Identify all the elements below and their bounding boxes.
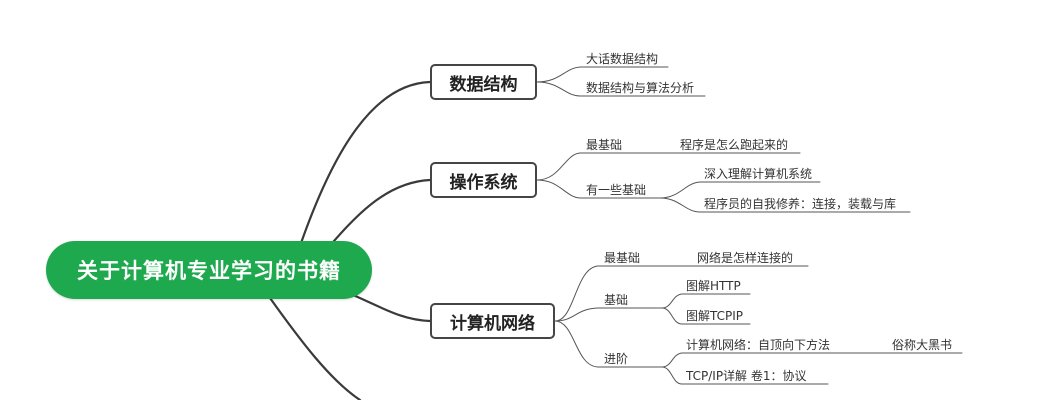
- connector-net-adv-1: [661, 352, 963, 368]
- connector-net-basic-2: [661, 307, 751, 325]
- leaf-net-adv-2[interactable]: TCP/IP详解 卷1：协议: [686, 369, 807, 383]
- connector-net-basic: [554, 307, 663, 322]
- leaf-ds-1[interactable]: 大话数据结构: [586, 52, 659, 66]
- group-net-advanced[interactable]: 进阶: [604, 352, 629, 366]
- group-net-most-basic[interactable]: 最基础: [604, 251, 641, 265]
- connector-net-advanced: [554, 320, 663, 368]
- connector-os-some-1: [659, 181, 821, 199]
- branch-computer-network[interactable]: 计算机网络: [430, 303, 555, 339]
- group-os-some-basic[interactable]: 有一些基础: [586, 183, 647, 197]
- connector-os-some: [536, 179, 661, 199]
- group-os-most-basic[interactable]: 最基础: [586, 138, 623, 152]
- leaf-net-adv-note[interactable]: 俗称大黑书: [892, 338, 953, 352]
- connector-os-basic: [536, 152, 801, 181]
- connector-ds-1: [536, 66, 669, 83]
- connector-root-os: [326, 178, 432, 250]
- connector-ds-2: [536, 81, 706, 97]
- connector-root-offscreen: [268, 296, 362, 400]
- leaf-os-some-1[interactable]: 深入理解计算机系统: [704, 167, 813, 181]
- leaf-net-basic-2[interactable]: 图解TCPIP: [686, 309, 744, 323]
- connector-os-some-2: [659, 197, 911, 213]
- connector-root-data-structures: [298, 80, 432, 248]
- leaf-os-some-2[interactable]: 程序员的自我修养：连接，装载与库: [704, 197, 897, 211]
- leaf-net-most-basic-1[interactable]: 网络是怎样连接的: [697, 251, 794, 265]
- leaf-os-basic-1[interactable]: 程序是怎么跑起来的: [680, 138, 789, 152]
- connector-net-adv-2: [661, 366, 829, 385]
- root-topic[interactable]: 关于计算机专业学习的书籍: [46, 241, 372, 299]
- leaf-net-basic-1[interactable]: 图解HTTP: [686, 279, 741, 293]
- connector-net-basic-most: [554, 265, 809, 322]
- leaf-ds-2[interactable]: 数据结构与算法分析: [586, 81, 695, 95]
- connector-net-basic-1: [661, 293, 751, 309]
- connector-root-network: [344, 290, 432, 323]
- branch-operating-systems[interactable]: 操作系统: [430, 162, 537, 198]
- group-net-basic[interactable]: 基础: [604, 293, 629, 307]
- branch-data-structures[interactable]: 数据结构: [430, 64, 537, 100]
- leaf-net-adv-1[interactable]: 计算机网络：自顶向下方法: [686, 338, 831, 352]
